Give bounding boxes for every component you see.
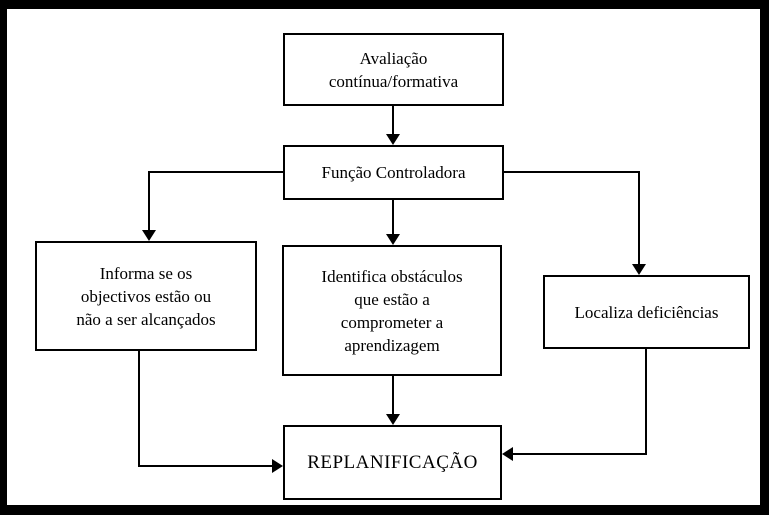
edge-funcao-informa-vline — [148, 171, 150, 231]
edge-localiza-replanificacao-vline — [645, 349, 647, 455]
edge-identifica-replanificacao-line — [392, 376, 394, 415]
edge-localiza-replanificacao-hline — [513, 453, 647, 455]
edge-informa-replanificacao-vline — [138, 351, 140, 467]
edge-localiza-replanificacao-arrowhead-icon — [502, 447, 513, 461]
node-informa-label: Informa se os objectivos estão ou não a … — [76, 263, 216, 329]
node-localiza-label: Localiza deficiências — [574, 302, 719, 322]
node-identifica-obstaculos: Identifica obstáculos que estão a compro… — [282, 245, 502, 376]
edge-informa-replanificacao-hline — [138, 465, 272, 467]
edge-funcao-identifica-line — [392, 200, 394, 235]
node-informa-objectivos: Informa se os objectivos estão ou não a … — [35, 241, 257, 351]
node-localiza-deficiencias: Localiza deficiências — [543, 275, 750, 349]
diagram-canvas: Avaliação contínua/formativa Função Cont… — [7, 9, 760, 505]
edge-funcao-localiza-vline — [638, 171, 640, 265]
edge-funcao-localiza-hline — [504, 171, 640, 173]
edge-identifica-replanificacao-arrowhead-icon — [386, 414, 400, 425]
node-replanificacao-label: REPLANIFICAÇÃO — [307, 452, 478, 473]
node-replanificacao: REPLANIFICAÇÃO — [283, 425, 502, 500]
node-identifica-label: Identifica obstáculos que estão a compro… — [321, 266, 463, 355]
edge-informa-replanificacao-arrowhead-icon — [272, 459, 283, 473]
edge-funcao-informa-hline — [149, 171, 283, 173]
node-funcao-controladora: Função Controladora — [283, 145, 504, 200]
node-funcao-label: Função Controladora — [321, 163, 466, 182]
node-avaliacao-label: Avaliação contínua/formativa — [328, 48, 459, 91]
edge-funcao-localiza-arrowhead-icon — [632, 264, 646, 275]
edge-avaliacao-funcao-line — [392, 106, 394, 136]
edge-funcao-informa-arrowhead-icon — [142, 230, 156, 241]
edge-avaliacao-funcao-arrowhead-icon — [386, 134, 400, 145]
node-avaliacao-continua-formativa: Avaliação contínua/formativa — [283, 33, 504, 106]
edge-funcao-identifica-arrowhead-icon — [386, 234, 400, 245]
